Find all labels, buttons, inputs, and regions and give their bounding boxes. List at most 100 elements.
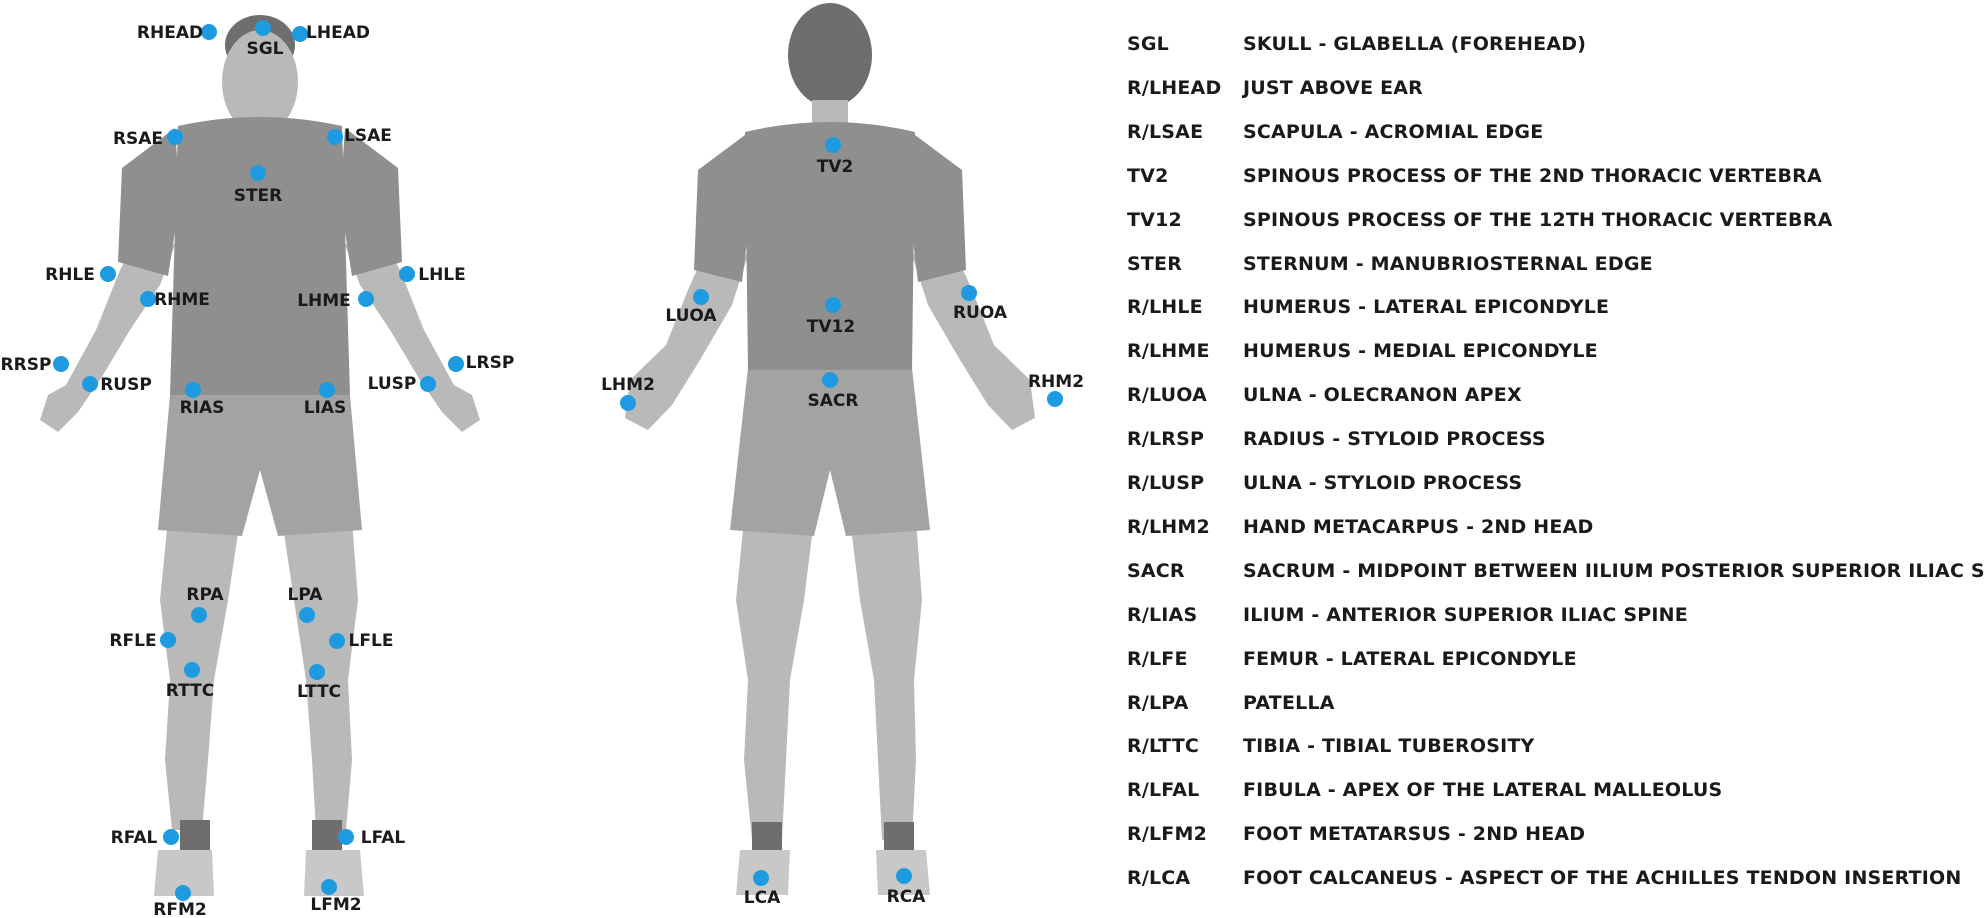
marker-label-lca: LCA xyxy=(744,888,781,908)
marker-lfm2: LFM2 xyxy=(310,879,362,915)
legend-description: FOOT CALCANEUS - ASPECT OF THE ACHILLES … xyxy=(1243,867,1962,890)
marker-dot-lfle xyxy=(329,633,345,649)
marker-lpa: LPA xyxy=(288,585,324,623)
marker-lfal: LFAL xyxy=(338,828,405,848)
marker-rfm2: RFM2 xyxy=(153,885,207,918)
marker-label-lhme: LHME xyxy=(297,291,351,311)
legend-code: R/LSAE xyxy=(1127,120,1204,143)
marker-rsae: RSAE xyxy=(113,129,183,149)
marker-label-luoa: LUOA xyxy=(665,306,717,326)
marker-label-rttc: RTTC xyxy=(166,681,214,701)
marker-label-rhle: RHLE xyxy=(45,265,95,285)
legend-row: STER STERNUM - MANUBRIOSTERNAL EDGE xyxy=(1127,242,1977,286)
legend-description: HAND METACARPUS - 2ND HEAD xyxy=(1243,515,1594,538)
legend-description: SPINOUS PROCESS OF THE 12TH THORACIC VER… xyxy=(1243,208,1833,231)
legend-code: R/LUSP xyxy=(1127,472,1205,494)
legend-code: TV12 xyxy=(1127,208,1182,231)
legend-description: PATELLA xyxy=(1243,691,1335,714)
legend-description: JUST ABOVE EAR xyxy=(1243,76,1423,99)
legend-row: R/LCA FOOT CALCANEUS - ASPECT OF THE ACHI… xyxy=(1127,856,1977,900)
marker-rttc: RTTC xyxy=(166,662,214,701)
marker-dot-tv12 xyxy=(825,297,841,313)
marker-dot-sacr xyxy=(822,372,838,388)
marker-lhead: LHEAD xyxy=(292,23,370,43)
marker-label-rhead: RHEAD xyxy=(137,23,203,43)
marker-rusp: RUSP xyxy=(82,375,152,395)
marker-rrsp: RRSP xyxy=(1,355,69,375)
marker-label-ruoa: RUOA xyxy=(953,303,1008,323)
legend-row: SGL SKULL - GLABELLA (FOREHEAD) xyxy=(1127,22,1977,66)
legend-code: R/LIAS xyxy=(1127,603,1198,626)
marker-luoa: LUOA xyxy=(665,289,717,326)
marker-label-rusp: RUSP xyxy=(100,375,152,395)
legend-code: R/LFM2 xyxy=(1127,823,1207,846)
legend-code: R/LRSP xyxy=(1127,428,1205,451)
legend-code: SACR xyxy=(1127,559,1185,582)
marker-label-lhm2: LHM2 xyxy=(601,375,655,395)
front-body-figure xyxy=(40,15,480,896)
legend-description: SPINOUS PROCESS OF THE 2ND THORACIC VERT… xyxy=(1243,164,1822,187)
marker-dot-lsae xyxy=(327,129,343,145)
marker-label-lpa: LPA xyxy=(288,585,324,605)
legend-row: R/LFAL FIBULA - APEX OF THE LATERAL MALLE… xyxy=(1127,768,1977,812)
marker-dot-rpa xyxy=(191,607,207,623)
legend-code: STER xyxy=(1127,252,1183,275)
legend-code: R/LCA xyxy=(1127,867,1191,890)
marker-label-lttc: LTTC xyxy=(297,682,341,702)
marker-label-sgl: SGL xyxy=(246,39,283,59)
marker-dot-rhle xyxy=(100,266,116,282)
legend-description: SKULL - GLABELLA (FOREHEAD) xyxy=(1243,33,1587,55)
marker-dot-lrsp xyxy=(448,356,464,372)
marker-rfle: RFLE xyxy=(109,631,176,651)
marker-label-lusp: LUSP xyxy=(368,374,417,394)
marker-dot-lca xyxy=(753,870,769,886)
marker-ster: STER xyxy=(234,165,282,206)
marker-lca: LCA xyxy=(744,870,781,908)
legend-row: R/LUSP ULNA - STYLOID PROCESS xyxy=(1127,461,1977,505)
marker-dot-lhead xyxy=(292,26,308,42)
marker-rhle: RHLE xyxy=(45,265,116,285)
marker-label-lhead: LHEAD xyxy=(306,23,370,43)
legend-description: ULNA - OLECRANON APEX xyxy=(1243,384,1522,407)
legend-description: ILIUM - ANTERIOR SUPERIOR ILIAC SPINE xyxy=(1243,603,1688,626)
marker-rias: RIAS xyxy=(180,382,224,418)
marker-dot-lusp xyxy=(420,376,436,392)
marker-rhme: RHME xyxy=(140,290,210,310)
marker-rpa: RPA xyxy=(186,585,224,623)
marker-label-lfm2: LFM2 xyxy=(310,895,361,915)
legend-code: R/LFE xyxy=(1127,647,1188,670)
marker-dot-lhm2 xyxy=(620,395,636,411)
marker-dot-ruoa xyxy=(961,285,977,301)
legend-description: SCAPULA - ACROMIAL EDGE xyxy=(1243,120,1544,143)
marker-dot-lhme xyxy=(358,291,374,307)
legend-row: R/LRSP RADIUS - STYLOID PROCESS xyxy=(1127,417,1977,461)
marker-lhm2: LHM2 xyxy=(601,375,655,411)
marker-label-rhm2: RHM2 xyxy=(1028,372,1084,392)
marker-dot-rias xyxy=(185,382,201,398)
legend-code: SGL xyxy=(1127,33,1169,55)
marker-label-rrsp: RRSP xyxy=(1,355,52,375)
marker-label-rsae: RSAE xyxy=(113,129,163,149)
legend-description: FIBULA - APEX OF THE LATERAL MALLEOLUS xyxy=(1243,779,1723,802)
marker-ruoa: RUOA xyxy=(953,285,1008,323)
marker-label-lfle: LFLE xyxy=(349,631,394,651)
marker-lhme: LHME xyxy=(297,291,374,311)
legend-code: R/LFAL xyxy=(1127,779,1200,802)
legend-description: RADIUS - STYLOID PROCESS xyxy=(1243,428,1546,451)
marker-label-rhme: RHME xyxy=(154,290,210,310)
marker-label-tv12: TV12 xyxy=(807,317,855,337)
marker-label-rca: RCA xyxy=(887,887,927,907)
marker-dot-tv2 xyxy=(825,137,841,153)
legend-description: ULNA - STYLOID PROCESS xyxy=(1243,472,1523,494)
marker-label-tv2: TV2 xyxy=(817,157,854,177)
legend-description: STERNUM - MANUBRIOSTERNAL EDGE xyxy=(1243,252,1653,275)
marker-label-rpa: RPA xyxy=(186,585,224,605)
marker-dot-rhme xyxy=(140,291,156,307)
marker-dot-lpa xyxy=(299,607,315,623)
marker-label-lhle: LHLE xyxy=(418,265,466,285)
